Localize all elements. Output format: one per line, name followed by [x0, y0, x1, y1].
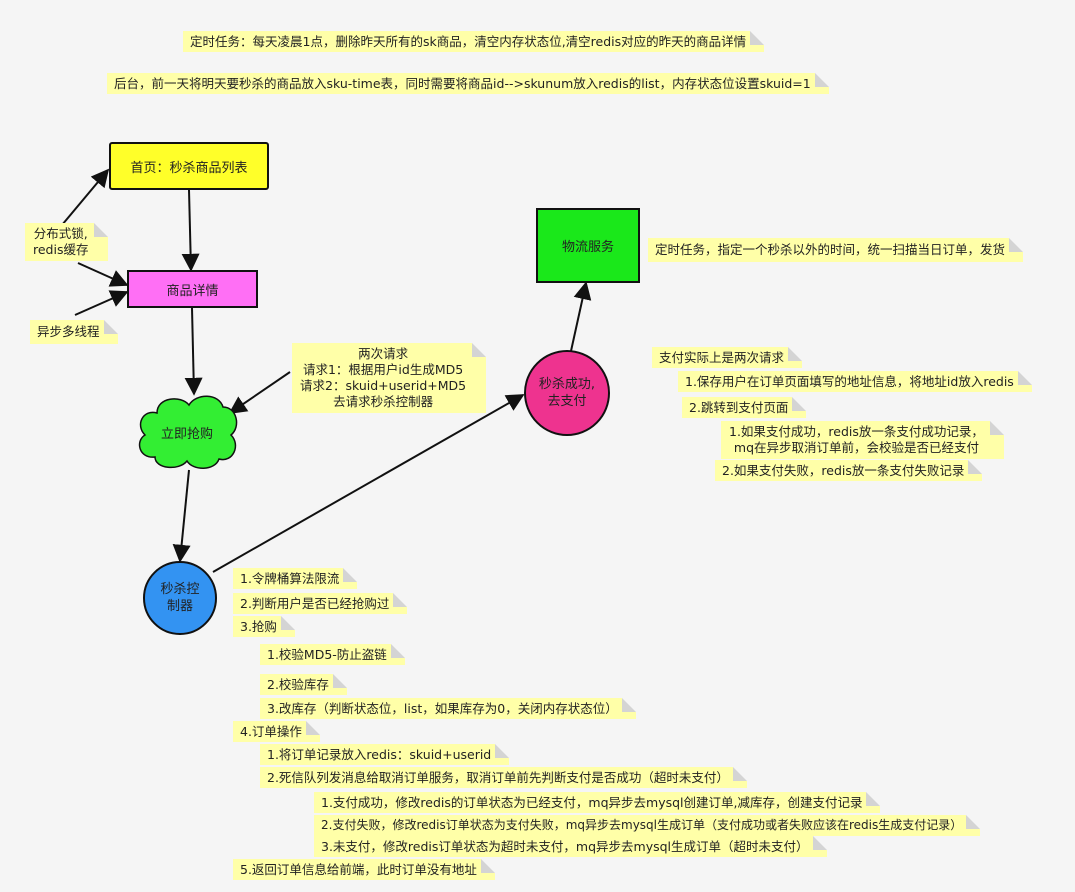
arrow-grab-to-controller — [172, 469, 191, 563]
backend-note: 后台，前一天将明天要秒杀的商品放入sku-time表，同时需要将商品id-->s… — [107, 73, 829, 94]
controller-note-1: 2.判断用户是否已经抢购过 — [233, 593, 408, 614]
controller-note-5: 3.改库存（判断状态位，list，如果库存为0，关闭内存状态位） — [260, 698, 636, 719]
requests-note-line3: 请求2：skuid+userid+MD5 — [300, 378, 467, 393]
payment-note-1: 1.保存用户在订单页面填写的地址信息，将地址id放入redis — [678, 371, 1032, 392]
controller-note-9: 1.支付成功，修改redis的订单状态为已经支付，mq异步去mysql创建订单,… — [314, 792, 881, 813]
arrow-controller-to-success — [212, 394, 525, 573]
payment-note-0: 支付实际上是两次请求 — [652, 347, 803, 368]
cron-job-note: 定时任务：每天凌晨1点，删除昨天所有的sk商品，清空内存状态位,清空redis对… — [183, 31, 765, 52]
requests-note-line1: 两次请求 — [358, 346, 409, 361]
grab-node-label: 立即抢购 — [160, 426, 213, 442]
arrow-success-to-logistics — [570, 281, 592, 352]
home-node: 首页：秒杀商品列表 — [109, 142, 269, 190]
controller-note-4: 2.校验库存 — [260, 674, 347, 695]
controller-note-0: 1.令牌桶算法限流 — [233, 568, 358, 589]
logistics-node-label: 物流服务 — [561, 240, 614, 255]
payment-note-2: 2.跳转到支付页面 — [682, 397, 807, 418]
arrow-async-to-detail — [74, 290, 129, 316]
grab-cloud-node — [138, 395, 238, 469]
controller-note-7: 1.将订单记录放入redis：skuid+userid — [260, 744, 510, 765]
payment-note-5: 2.如果支付失败，redis放一条支付失败记录 — [715, 460, 983, 481]
controller-note-8: 2.死信队列发消息给取消订单服务，取消订单前先判断支付是否成功（超时未支付） — [260, 767, 747, 788]
home-node-label: 首页：秒杀商品列表 — [130, 160, 248, 176]
payment-note-3-line1: 1.如果支付成功，redis放一条支付成功记录， — [729, 424, 984, 439]
controller-note-10: 2.支付失败，修改redis订单状态为支付失败，mq异步去mysql生成订单（支… — [314, 815, 981, 836]
detail-node: 商品详情 — [127, 270, 258, 308]
logistics-note: 定时任务，指定一个秒杀以外的时间，统一扫描当日订单，发货 — [648, 238, 1024, 262]
lock-note-line1: 分布式锁, — [33, 226, 88, 241]
controller-note-6: 4.订单操作 — [233, 721, 320, 742]
requests-note-line2: 请求1：根据用户id生成MD5 — [302, 362, 464, 377]
controller-note-11: 3.未支付，修改redis订单状态为超时未支付，mq异步去mysql生成订单（超… — [314, 836, 827, 857]
logistics-node: 物流服务 — [536, 208, 640, 283]
arrow-detail-to-grab — [184, 307, 203, 396]
controller-node-label-line1: 秒杀控 — [160, 582, 200, 597]
detail-node-label: 商品详情 — [166, 283, 219, 299]
success-node-label-line1: 秒杀成功, — [538, 377, 596, 392]
controller-node-label-line2: 制器 — [166, 599, 193, 614]
lock-note: 分布式锁, redis缓存 — [25, 223, 109, 261]
async-note: 异步多线程 — [30, 320, 118, 344]
arrow-lock-to-home — [61, 168, 110, 226]
controller-node: 秒杀控 制器 — [143, 561, 217, 635]
success-node-label-line2: 去支付 — [547, 394, 587, 409]
payment-note-3-line2: mq在异步取消订单前，会校验是否已经支付 — [733, 440, 980, 455]
controller-note-12: 5.返回订单信息给前端，此时订单没有地址 — [233, 859, 495, 880]
arrow-lock-to-detail — [77, 262, 129, 287]
success-node: 秒杀成功, 去支付 — [524, 350, 610, 436]
requests-note: 两次请求 请求1：根据用户id生成MD5 请求2：skuid+userid+MD… — [292, 343, 487, 413]
payment-note-3: 1.如果支付成功，redis放一条支付成功记录， mq在异步取消订单前，会校验是… — [721, 421, 1004, 459]
requests-note-line4: 去请求秒杀控制器 — [333, 394, 434, 409]
arrow-home-to-detail — [181, 189, 200, 272]
controller-note-3: 1.校验MD5-防止盗链 — [260, 644, 405, 665]
arrow-requests-to-grab — [228, 371, 291, 415]
lock-note-line2: redis缓存 — [33, 242, 89, 257]
controller-note-2: 3.抢购 — [233, 616, 295, 637]
